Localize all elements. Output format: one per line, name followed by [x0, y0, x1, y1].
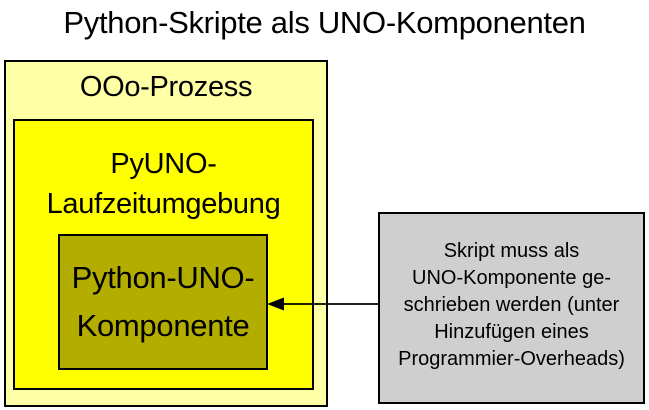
ooo-process-label: OOo-Prozess — [79, 71, 253, 103]
annotation-note-line2: UNO-Komponente ge- — [412, 266, 611, 289]
python-uno-component-box: Python-UNO- Komponente — [58, 234, 268, 370]
ooo-process-box: OOo-Prozess PyUNO- Laufzeitumgebung Pyth… — [4, 60, 328, 407]
python-uno-component-label-line2: Komponente — [76, 308, 250, 343]
python-uno-component-label-line1: Python-UNO- — [71, 260, 255, 295]
annotation-note-text: Skript muss als UNO-Komponente ge- schri… — [380, 238, 643, 373]
pyuno-runtime-box: PyUNO- Laufzeitumgebung Python-UNO- Komp… — [13, 119, 314, 390]
annotation-note-line1: Skript muss als — [443, 239, 580, 262]
diagram-title: Python-Skripte als UNO-Komponenten — [63, 5, 586, 40]
annotation-note-box: Skript muss als UNO-Komponente ge- schri… — [378, 212, 645, 404]
pyuno-runtime-label-line1: PyUNO- — [110, 148, 217, 180]
annotation-note-line4: Hinzufügen eines — [434, 320, 589, 343]
python-uno-component-label: Python-UNO- Komponente — [60, 254, 266, 350]
pyuno-runtime-label-line2: Laufzeitumgebung — [46, 188, 281, 220]
annotation-note-line5: Programmier-Overheads) — [398, 347, 625, 370]
annotation-note-line3: schrieben werden (unter — [403, 293, 620, 316]
pyuno-runtime-label: PyUNO- Laufzeitumgebung — [15, 144, 312, 224]
